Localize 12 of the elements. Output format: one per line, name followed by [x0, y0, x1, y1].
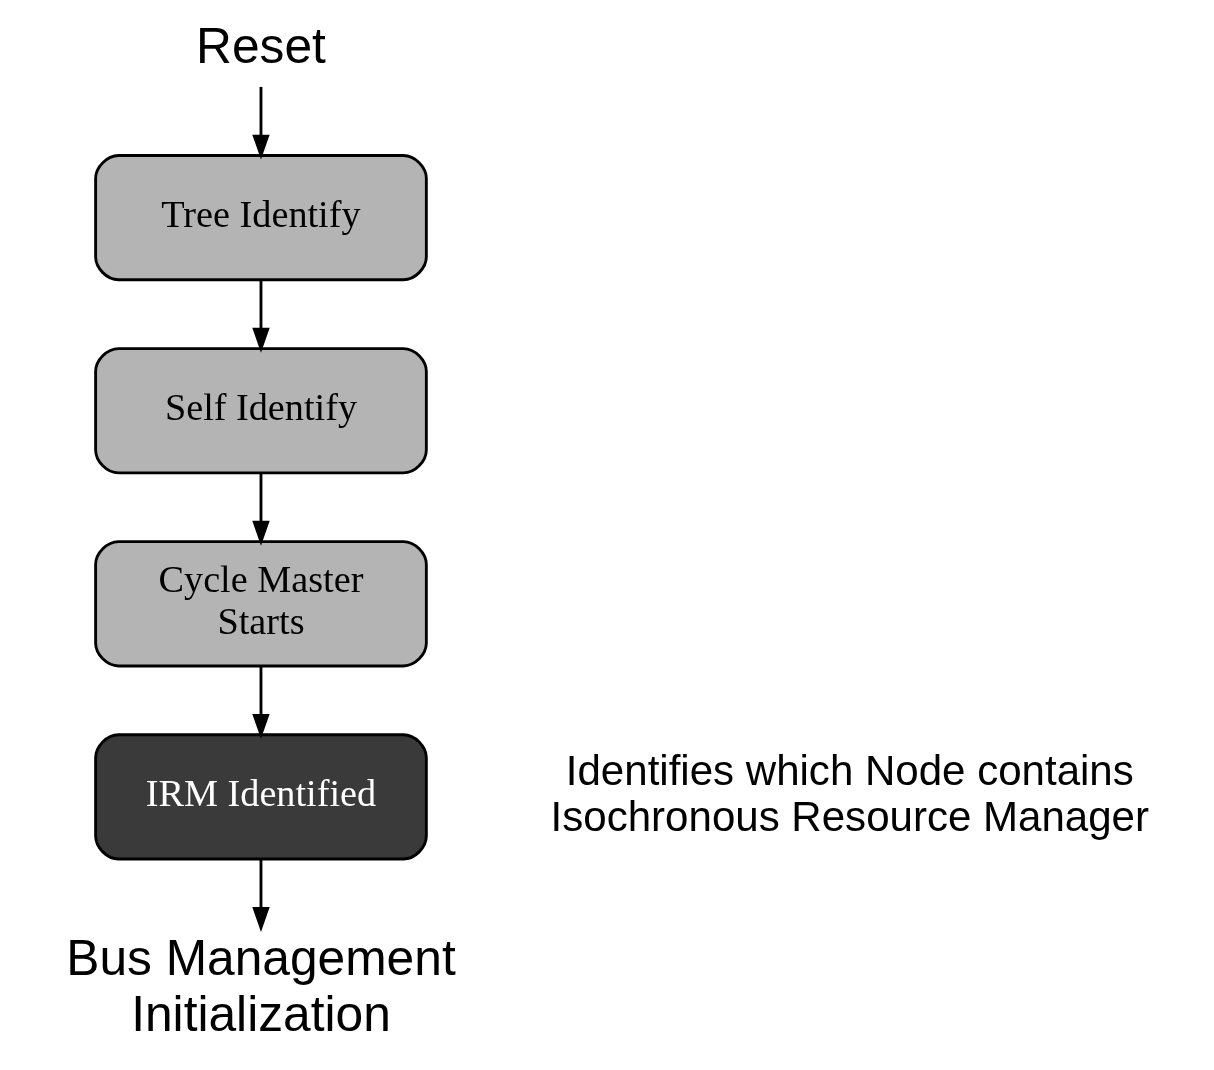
- node-text: Bus Management Initialization: [66, 930, 456, 1042]
- node-box: Self Identify: [94, 347, 428, 475]
- arrow: [252, 666, 270, 739]
- node-label: Identifies which Node contains Isochronous Resource Manager: [550, 746, 1149, 840]
- arrow: [252, 859, 270, 932]
- node-box: Cycle Master Starts: [94, 540, 428, 668]
- arrow: [252, 280, 270, 353]
- node-text: Reset: [196, 18, 326, 75]
- arrow: [252, 86, 270, 160]
- node-box: IRM Identified: [94, 733, 428, 861]
- node-box: Tree Identify: [94, 154, 428, 282]
- arrow: [252, 473, 270, 546]
